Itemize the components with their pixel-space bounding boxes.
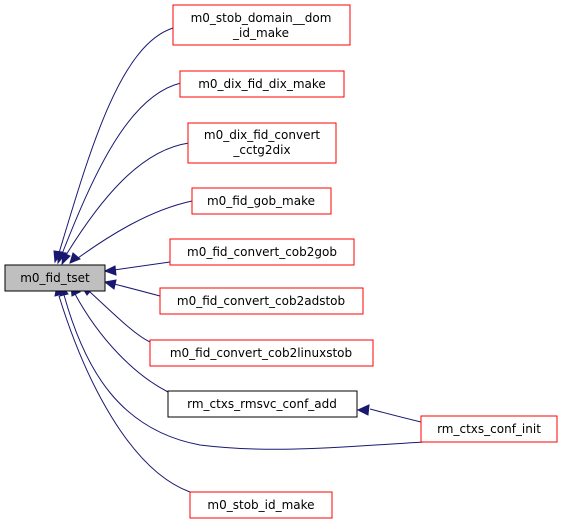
arrowhead-tset-5 bbox=[103, 265, 117, 276]
arrowhead-tset-3 bbox=[61, 252, 71, 266]
node-box bbox=[179, 70, 345, 98]
node-label: m0_fid_convert_cob2linuxstob bbox=[170, 346, 352, 360]
edge-dix-fid-dix-make bbox=[61, 82, 182, 255]
node-box bbox=[172, 4, 351, 46]
node-box bbox=[159, 287, 364, 315]
nodes-layer: m0_fid_tset m0_stob_domain__dom _id_make… bbox=[4, 4, 558, 519]
node-box bbox=[189, 491, 333, 519]
node-m0-stob-id-make[interactable]: m0_stob_id_make bbox=[189, 491, 333, 519]
edge-fid-convert-cob2adstob bbox=[113, 283, 161, 297]
node-rm-ctxs-conf-init[interactable]: rm_ctxs_conf_init bbox=[420, 415, 558, 443]
node-box bbox=[149, 339, 374, 367]
edge-rmsvc-conf-add bbox=[74, 293, 169, 393]
arrowhead-rmsvc-conf-add bbox=[356, 404, 370, 416]
node-label: rm_ctxs_conf_init bbox=[437, 422, 541, 436]
edge-fid-gob-make bbox=[77, 200, 193, 259]
node-box bbox=[167, 390, 358, 418]
node-m0-fid-tset[interactable]: m0_fid_tset bbox=[4, 264, 106, 292]
edge-dix-fid-convert-cctg2dix bbox=[65, 142, 190, 256]
node-m0-dix-fid-convert-cctg2dix[interactable]: m0_dix_fid_convert _cctg2dix bbox=[187, 122, 337, 164]
node-rm-ctxs-rmsvc-conf-add[interactable]: rm_ctxs_rmsvc_conf_add bbox=[167, 390, 358, 418]
node-m0-fid-gob-make[interactable]: m0_fid_gob_make bbox=[191, 187, 332, 215]
node-label: m0_fid_gob_make bbox=[207, 194, 315, 208]
node-label: m0_fid_tset bbox=[20, 271, 90, 285]
edge-stob-id-make bbox=[58, 295, 191, 493]
arrowhead-tset-6 bbox=[103, 279, 117, 290]
node-label: rm_ctxs_rmsvc_conf_add bbox=[187, 397, 337, 411]
edge-conf-init-to-rmsvc-conf-add bbox=[369, 408, 422, 423]
node-m0-fid-convert-cob2adstob[interactable]: m0_fid_convert_cob2adstob bbox=[159, 287, 364, 315]
node-label: m0_fid_convert_cob2gob bbox=[187, 245, 337, 259]
edge-fid-convert-cob2linuxstob bbox=[89, 291, 151, 343]
node-label-line2: _id_make bbox=[232, 26, 289, 40]
node-box bbox=[187, 122, 337, 164]
node-box bbox=[420, 415, 558, 443]
node-label: m0_dix_fid_dix_make bbox=[198, 77, 326, 91]
edge-fid-convert-cob2gob bbox=[113, 261, 171, 271]
edge-stob-domain-dom-id-make bbox=[58, 27, 174, 254]
arrowhead-tset-4 bbox=[69, 252, 81, 264]
node-m0-fid-convert-cob2gob[interactable]: m0_fid_convert_cob2gob bbox=[169, 238, 355, 266]
node-m0-dix-fid-dix-make[interactable]: m0_dix_fid_dix_make bbox=[179, 70, 345, 98]
edge-conf-init-to-fid-tset bbox=[63, 294, 444, 450]
node-box bbox=[4, 264, 106, 292]
node-label: m0_fid_convert_cob2adstob bbox=[177, 294, 345, 308]
node-m0-fid-convert-cob2linuxstob[interactable]: m0_fid_convert_cob2linuxstob bbox=[149, 339, 374, 367]
node-label: m0_stob_id_make bbox=[207, 498, 314, 512]
node-m0-stob-domain-dom-id-make[interactable]: m0_stob_domain__dom _id_make bbox=[172, 4, 351, 46]
node-box bbox=[169, 238, 355, 266]
node-label-line1: m0_stob_domain__dom bbox=[191, 11, 332, 25]
node-label-line1: m0_dix_fid_convert bbox=[204, 128, 321, 142]
node-label-line2: _cctg2dix bbox=[232, 143, 290, 157]
node-box bbox=[191, 187, 332, 215]
